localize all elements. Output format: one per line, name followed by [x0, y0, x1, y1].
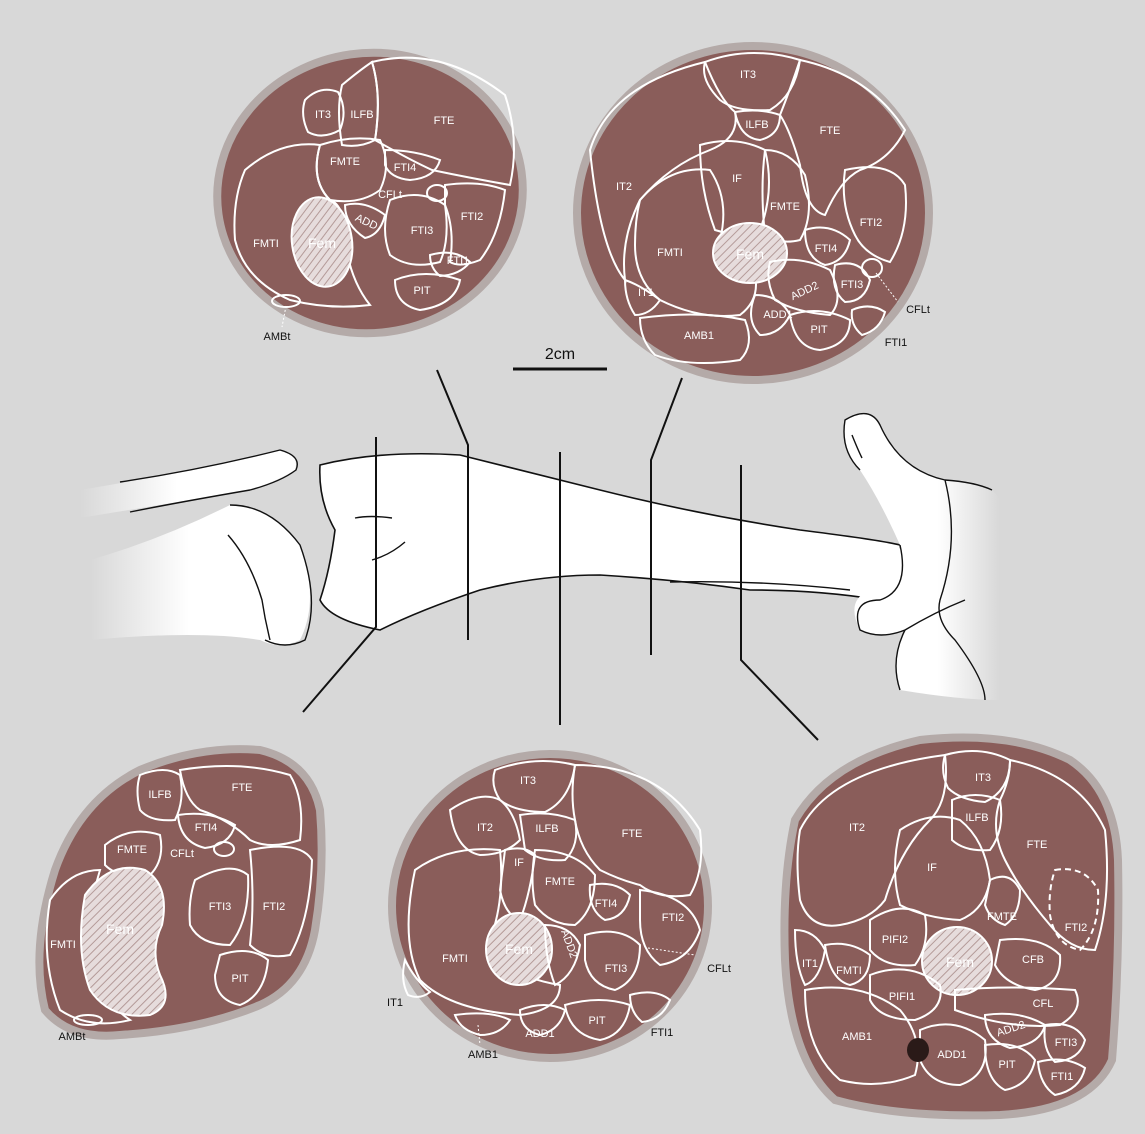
label-ambt: AMBt — [59, 1031, 86, 1043]
label-amb1: AMB1 — [842, 1031, 872, 1043]
label-fte: FTE — [1027, 839, 1048, 851]
label-it3: IT3 — [975, 772, 991, 784]
label-cflt: CFLt — [906, 304, 930, 316]
label-fmte: FMTE — [770, 201, 800, 213]
label-add1: ADD1 — [937, 1049, 966, 1061]
label-cflt: CFLt — [378, 189, 402, 201]
label-fmte: FMTE — [545, 876, 575, 888]
label-fti1: FTI1 — [651, 1027, 674, 1039]
label-fti3: FTI3 — [1055, 1037, 1078, 1049]
section-top-left — [199, 33, 541, 353]
label-fem: Fem — [736, 246, 764, 262]
label-amb1: AMB1 — [468, 1049, 498, 1061]
label-fem: Fem — [308, 235, 336, 251]
label-fmte: FMTE — [117, 844, 147, 856]
label-it2: IT2 — [849, 822, 865, 834]
label-ilfb: ILFB — [350, 109, 373, 121]
label-ilfb: ILFB — [745, 119, 768, 131]
label-fti1: FTI1 — [1051, 1071, 1074, 1083]
label-fte: FTE — [434, 115, 455, 127]
label-fti2: FTI2 — [461, 211, 484, 223]
label-it1: IT1 — [802, 958, 818, 970]
label-amb1: AMB1 — [684, 330, 714, 342]
label-pit: PIT — [588, 1015, 605, 1027]
section-bottom-middle — [392, 754, 708, 1058]
label-it3: IT3 — [740, 69, 756, 81]
label-pifi1: PIFI1 — [889, 991, 915, 1003]
label-fte: FTE — [622, 828, 643, 840]
label-fti2: FTI2 — [1065, 922, 1088, 934]
scale-bar: 2cm — [513, 346, 607, 369]
label-pit: PIT — [231, 973, 248, 985]
label-fti4: FTI4 — [394, 162, 417, 174]
label-fti2: FTI2 — [263, 901, 286, 913]
label-pit: PIT — [810, 324, 827, 336]
label-if: IF — [514, 857, 524, 869]
label-it1: IT1 — [638, 287, 654, 299]
label-ambt: AMBt — [264, 331, 291, 343]
label-cfb: CFB — [1022, 954, 1044, 966]
label-fti4: FTI4 — [195, 822, 218, 834]
section-bottom-left — [39, 749, 321, 1036]
section-skin — [39, 749, 321, 1036]
label-it2: IT2 — [477, 822, 493, 834]
label-fti3: FTI3 — [411, 225, 434, 237]
label-if: IF — [732, 173, 742, 185]
label-it3: IT3 — [520, 775, 536, 787]
label-cflt: CFLt — [707, 963, 731, 975]
scale-bar-label: 2cm — [545, 346, 575, 363]
label-it1: IT1 — [387, 997, 403, 1009]
label-fmti: FMTI — [442, 953, 468, 965]
label-add1: ADD1 — [763, 309, 792, 321]
label-fti3: FTI3 — [605, 963, 628, 975]
label-fmti: FMTI — [657, 247, 683, 259]
label-fte: FTE — [820, 125, 841, 137]
femur-bone — [320, 454, 903, 630]
label-fem: Fem — [505, 941, 533, 957]
label-fti4: FTI4 — [815, 243, 838, 255]
vessel-hole — [907, 1038, 929, 1062]
limb-illustration — [80, 370, 1000, 740]
section-skin — [392, 754, 708, 1058]
label-add1: ADD1 — [525, 1028, 554, 1040]
label-fem: Fem — [106, 921, 134, 937]
leader-line-bottom-right — [741, 465, 818, 740]
femoral-head-bone — [90, 505, 310, 645]
pelvis-bone — [80, 450, 296, 518]
label-fti1: FTI1 — [447, 255, 470, 267]
label-it2: IT2 — [616, 181, 632, 193]
label-fti2: FTI2 — [662, 912, 685, 924]
label-ilfb: ILFB — [148, 789, 171, 801]
label-fti1: FTI1 — [885, 337, 908, 349]
label-cflt: CFLt — [170, 848, 194, 860]
label-ilfb: ILFB — [535, 823, 558, 835]
label-fti3: FTI3 — [209, 901, 232, 913]
label-fmti: FMTI — [836, 965, 862, 977]
label-cfl: CFL — [1033, 998, 1054, 1010]
label-fti3: FTI3 — [841, 279, 864, 291]
label-fem: Fem — [946, 954, 974, 970]
label-pit: PIT — [413, 285, 430, 297]
label-if: IF — [927, 862, 937, 874]
section-top-right — [577, 46, 929, 380]
label-fmte: FMTE — [330, 156, 360, 168]
femur-cross-section — [81, 868, 166, 1016]
label-fti4: FTI4 — [595, 898, 618, 910]
label-fmte: FMTE — [987, 911, 1017, 923]
label-fti2: FTI2 — [860, 217, 883, 229]
label-pit: PIT — [998, 1059, 1015, 1071]
label-fmti: FMTI — [50, 939, 76, 951]
label-it3: IT3 — [315, 109, 331, 121]
label-fmti: FMTI — [253, 238, 279, 250]
label-pifi2: PIFI2 — [882, 934, 908, 946]
label-fte: FTE — [232, 782, 253, 794]
label-ilfb: ILFB — [965, 812, 988, 824]
